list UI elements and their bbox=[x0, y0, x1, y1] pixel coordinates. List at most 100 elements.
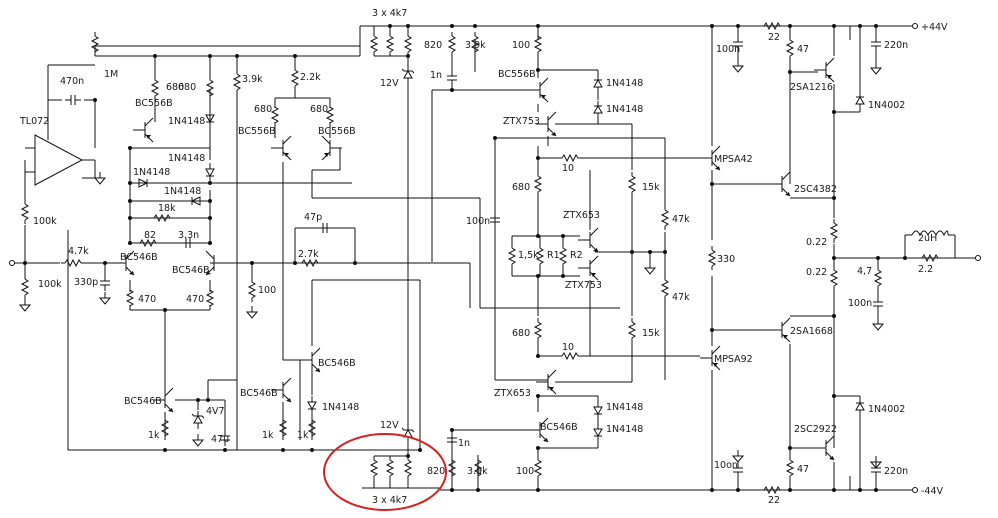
label-1n4148-3: 1N4148 bbox=[133, 167, 170, 178]
label-680-b: 680 bbox=[178, 82, 196, 93]
label-220n-b: 220n bbox=[884, 466, 908, 477]
components bbox=[9, 22, 981, 494]
label-R1: R1 bbox=[547, 250, 560, 261]
label-18k: 18k bbox=[158, 203, 176, 214]
label-bc556b-2: BC556B bbox=[238, 126, 276, 137]
label-47u: 47u bbox=[211, 434, 229, 445]
label-022-a: 0.22 bbox=[806, 237, 827, 248]
wiring bbox=[14, 25, 975, 491]
label-820-a: 820 bbox=[424, 40, 442, 51]
label-680-d: 680 bbox=[310, 104, 328, 115]
label-bc546b-3: BC546B bbox=[318, 358, 356, 369]
label-2sa1216: 2SA1216 bbox=[790, 82, 833, 93]
label-022-b: 0.22 bbox=[806, 267, 827, 278]
label-ztx653-2: ZTX653 bbox=[494, 388, 531, 399]
label-3x4k7-bottom: 3 x 4k7 bbox=[372, 495, 407, 506]
label-bc556b-1: BC556B bbox=[135, 98, 173, 109]
label-100k-a: 100k bbox=[33, 216, 57, 227]
label-220n-a: 220n bbox=[884, 40, 908, 51]
label-2sc2922: 2SC2922 bbox=[794, 424, 837, 435]
label-330p: 330p bbox=[74, 277, 98, 288]
label-12v-a: 12V bbox=[380, 78, 399, 89]
label-680-c: 680 bbox=[254, 104, 272, 115]
label-100-a: 100 bbox=[258, 285, 276, 296]
label-1n4148-9: 1N4148 bbox=[606, 424, 643, 435]
label-10on: 10on bbox=[714, 460, 738, 471]
label-bc546b-2: BC546B bbox=[172, 265, 210, 276]
label-10-a: 10 bbox=[562, 163, 574, 174]
label-1n4148-6: 1N4148 bbox=[606, 78, 643, 89]
label-47-a: 47 bbox=[797, 44, 809, 55]
label-3x4k7-top: 3 x 4k7 bbox=[372, 8, 407, 19]
label-1M: 1M bbox=[104, 69, 118, 80]
label-22-b: 22 bbox=[768, 495, 780, 506]
label-bc556b-3: BC556B bbox=[318, 126, 356, 137]
label-R2: R2 bbox=[570, 250, 583, 261]
label-100-b: 100 bbox=[512, 40, 530, 51]
label-bc546b-5: BC546B bbox=[124, 396, 162, 407]
label-2-2: 2.2 bbox=[918, 264, 933, 275]
label-bc546b-1: BC546B bbox=[120, 252, 158, 263]
label-47p: 47p bbox=[304, 212, 322, 223]
label-100n-b: 100n bbox=[716, 44, 740, 55]
label-470-a: 470 bbox=[138, 294, 156, 305]
label-2k2: 2.2k bbox=[300, 72, 321, 83]
label-bc556b-4: BC556B bbox=[498, 69, 536, 80]
label-1k-a: 1k bbox=[262, 430, 274, 441]
label-12v-b: 12V bbox=[380, 420, 399, 431]
label-1k5: 1,5k bbox=[518, 250, 539, 261]
label-1n-b: 1n bbox=[458, 438, 470, 449]
label-mpsa92: MPSA92 bbox=[714, 354, 753, 365]
label-ztx753-2: ZTX753 bbox=[565, 280, 602, 291]
label-1n4002-a: 1N4002 bbox=[868, 100, 905, 111]
label-100k-b: 100k bbox=[38, 279, 62, 290]
label-100-c: 100 bbox=[516, 466, 534, 477]
label-opamp: TL072 bbox=[19, 116, 49, 127]
label-820-b: 820 bbox=[427, 466, 445, 477]
label-3n3: 3.3n bbox=[178, 230, 199, 241]
label-ztx653-1: ZTX653 bbox=[563, 210, 600, 221]
label-15k-a: 15k bbox=[642, 182, 660, 193]
label-680-e: 680 bbox=[512, 182, 530, 193]
label-22-a: 22 bbox=[768, 32, 780, 43]
label-680-f: 680 bbox=[512, 328, 530, 339]
label-3k9-b: 3.9k bbox=[465, 40, 486, 51]
label-3k9-c: 3.9k bbox=[467, 466, 488, 477]
label-1n4148-1: 1N4148 bbox=[168, 116, 205, 127]
label-15k-b: 15k bbox=[642, 328, 660, 339]
label-10-b: 10 bbox=[562, 342, 574, 353]
label-2sa1668: 2SA1668 bbox=[790, 326, 833, 337]
label-47k-b: 47k bbox=[672, 292, 690, 303]
label-1n4002-b: 1N4002 bbox=[868, 404, 905, 415]
label-2sc4382: 2SC4382 bbox=[794, 184, 837, 195]
label-82: 82 bbox=[144, 230, 156, 241]
label-2uH: 2uH bbox=[918, 233, 937, 244]
label-47k-a: 47k bbox=[672, 214, 690, 225]
labels: 3 x 4k7 3 x 4k7 +44V -44V TL072 1M 470n … bbox=[19, 8, 948, 506]
label-100n-c: 100n bbox=[848, 298, 872, 309]
label-680-a: 680 bbox=[166, 82, 184, 93]
label-4v7: 4V7 bbox=[206, 406, 225, 417]
label-v-pos: +44V bbox=[921, 22, 948, 33]
label-1n-a: 1n bbox=[430, 70, 442, 81]
label-1n4148-5: 1N4148 bbox=[322, 402, 359, 413]
label-4-7: 4,7 bbox=[857, 266, 872, 277]
label-bc546b-4: BC546B bbox=[240, 388, 278, 399]
label-3k9-a: 3.9k bbox=[242, 74, 263, 85]
label-v-neg: -44V bbox=[921, 486, 944, 497]
label-2k7: 2.7k bbox=[298, 249, 319, 260]
label-1n4148-4: 1N4148 bbox=[164, 186, 201, 197]
label-100n-a: 100n bbox=[466, 216, 490, 227]
label-1n4148-2: 1N4148 bbox=[168, 153, 205, 164]
label-mpsa42: MPSA42 bbox=[714, 154, 753, 165]
junctions bbox=[23, 24, 907, 492]
label-47-b: 47 bbox=[797, 464, 809, 475]
label-bc546b-6: BC546B bbox=[540, 422, 578, 433]
label-ztx753-1: ZTX753 bbox=[503, 116, 540, 127]
label-470n: 470n bbox=[60, 76, 84, 87]
label-1n4148-8: 1N4148 bbox=[606, 402, 643, 413]
label-1k-c: 1k bbox=[148, 430, 160, 441]
label-330: 330 bbox=[717, 254, 735, 265]
label-4k7: 4.7k bbox=[68, 246, 89, 257]
